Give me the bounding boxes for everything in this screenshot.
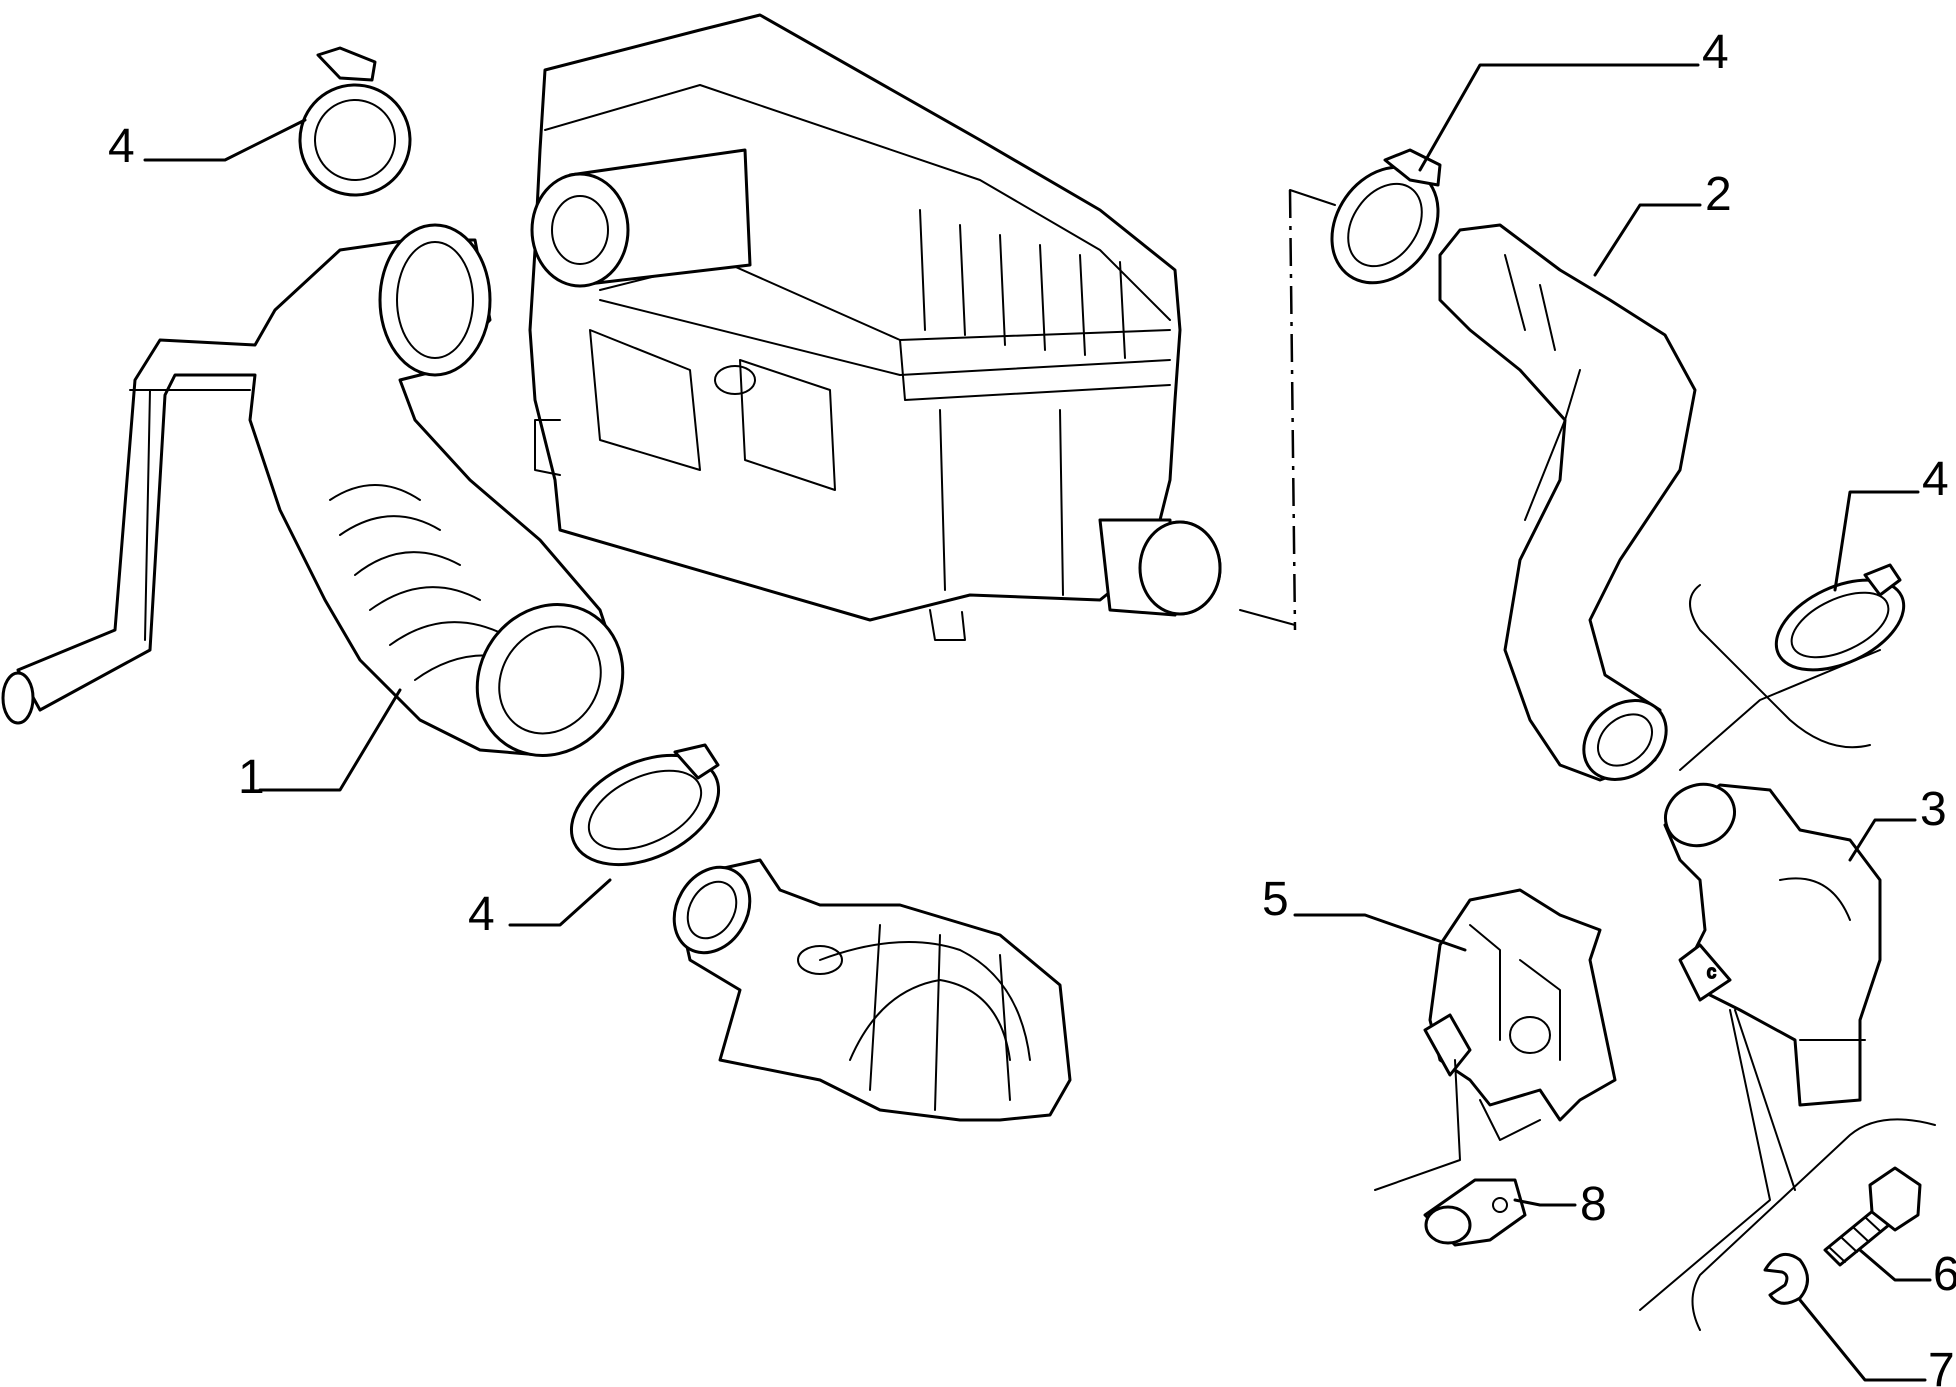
leader-4-bottom	[508, 878, 612, 927]
callout-6: 6	[1933, 1248, 1956, 1301]
leader-3	[1848, 818, 1917, 862]
air-box-cover	[672, 858, 1072, 1122]
callout-2: 2	[1705, 168, 1732, 221]
svg-text:c: c	[1707, 962, 1716, 982]
hose-air-intake	[1, 223, 625, 757]
clamp-top-right	[1330, 148, 1442, 285]
grommet	[1423, 1178, 1527, 1247]
group-line-upper-v	[1679, 649, 1881, 771]
leader-7	[1798, 1298, 1927, 1382]
leader-6	[1858, 1248, 1932, 1282]
leader-4-top-right	[1418, 63, 1700, 172]
reference-line	[1288, 189, 1297, 631]
clamp-right	[1774, 563, 1906, 672]
leader-1	[258, 688, 402, 792]
callout-8: 8	[1580, 1178, 1607, 1231]
callout-1: 1	[238, 751, 265, 804]
leader-8	[1513, 1198, 1577, 1207]
leader-4-right	[1833, 490, 1920, 592]
reference-tick-top	[1289, 189, 1336, 206]
hose-upper-right	[1438, 223, 1697, 782]
callout-7: 7	[1928, 1344, 1955, 1387]
leader-5	[1293, 913, 1467, 952]
clamp-bottom	[569, 743, 721, 867]
callout-4-top-left: 4	[108, 120, 135, 173]
group-line-upper	[1689, 584, 1871, 749]
reference-tick-bottom	[1239, 609, 1296, 626]
group-line-lower-v	[1639, 1009, 1796, 1311]
callout-4-right: 4	[1922, 453, 1949, 506]
bolt	[1823, 1166, 1922, 1267]
group-line-lower	[1691, 1118, 1936, 1331]
callout-4-bottom: 4	[468, 888, 495, 941]
leader-2	[1593, 203, 1702, 277]
callout-5: 5	[1262, 873, 1289, 926]
callout-3: 3	[1920, 783, 1947, 836]
bracket	[1423, 888, 1617, 1122]
washer	[1763, 1252, 1809, 1305]
callout-4-top-right: 4	[1702, 26, 1729, 79]
elbow-connector: c	[1663, 782, 1882, 1107]
group-line-bracket	[1374, 1059, 1541, 1191]
leader-4-top-left	[143, 118, 307, 162]
clamp-top-left	[298, 46, 412, 197]
air-filter-housing	[528, 13, 1222, 641]
